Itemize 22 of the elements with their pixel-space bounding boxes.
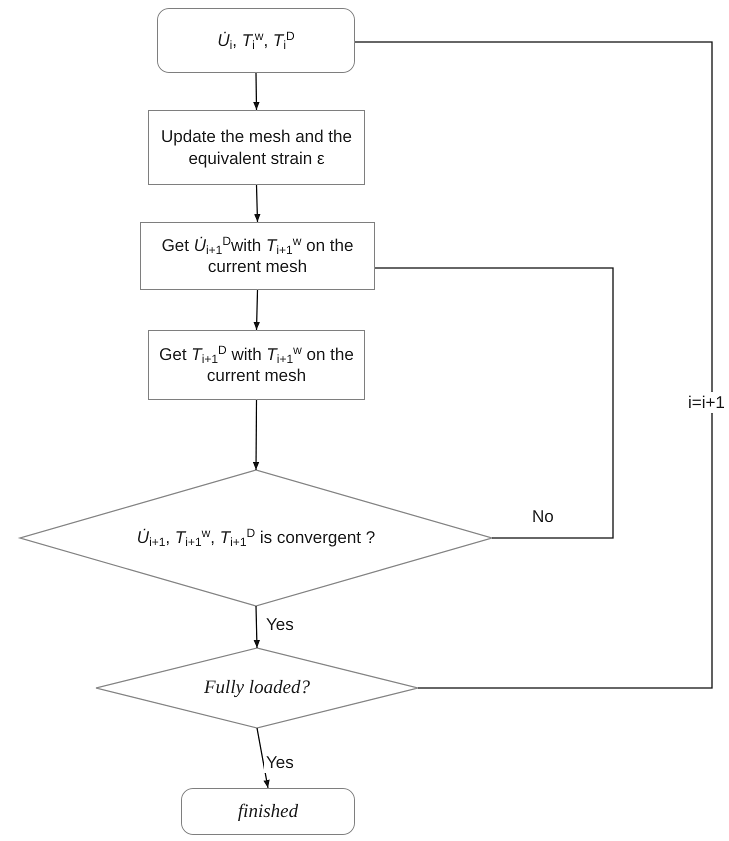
node-text: Get T$_{i+1}$$^{D}$ with T$_{i+1}$$^{w}$ on the current mesh	[158, 344, 355, 386]
terminal-box	[181, 788, 355, 835]
process-box	[140, 222, 375, 290]
edge-label: i=i+1	[686, 392, 727, 414]
node-text: Fully loaded?	[204, 676, 310, 700]
node-text: Update the mesh and the equivalent strain ε	[160, 126, 353, 169]
arrow	[256, 728, 270, 788]
node-text: Get U̇$_{i+1}$$^{D}$with T$_{i+1}$$^{w}$ on the current mesh	[160, 234, 354, 278]
arrow	[252, 400, 260, 470]
node-text: finished	[238, 800, 298, 824]
terminal-box	[157, 8, 355, 73]
decision-diamond	[18, 469, 494, 607]
decision-diamond	[95, 647, 419, 729]
connector-line	[355, 41, 713, 689]
node-text: U̇$_{i+1}$, T$_{i+1}$$^{w}$, T$_{i+1}$$^{D}$ is convergent ?	[136, 527, 376, 549]
process-box	[148, 330, 365, 400]
arrow	[253, 73, 260, 110]
process-box	[148, 110, 365, 185]
connector-line	[375, 267, 614, 539]
arrow	[254, 184, 260, 222]
arrow	[254, 606, 260, 648]
arrow	[254, 290, 260, 330]
